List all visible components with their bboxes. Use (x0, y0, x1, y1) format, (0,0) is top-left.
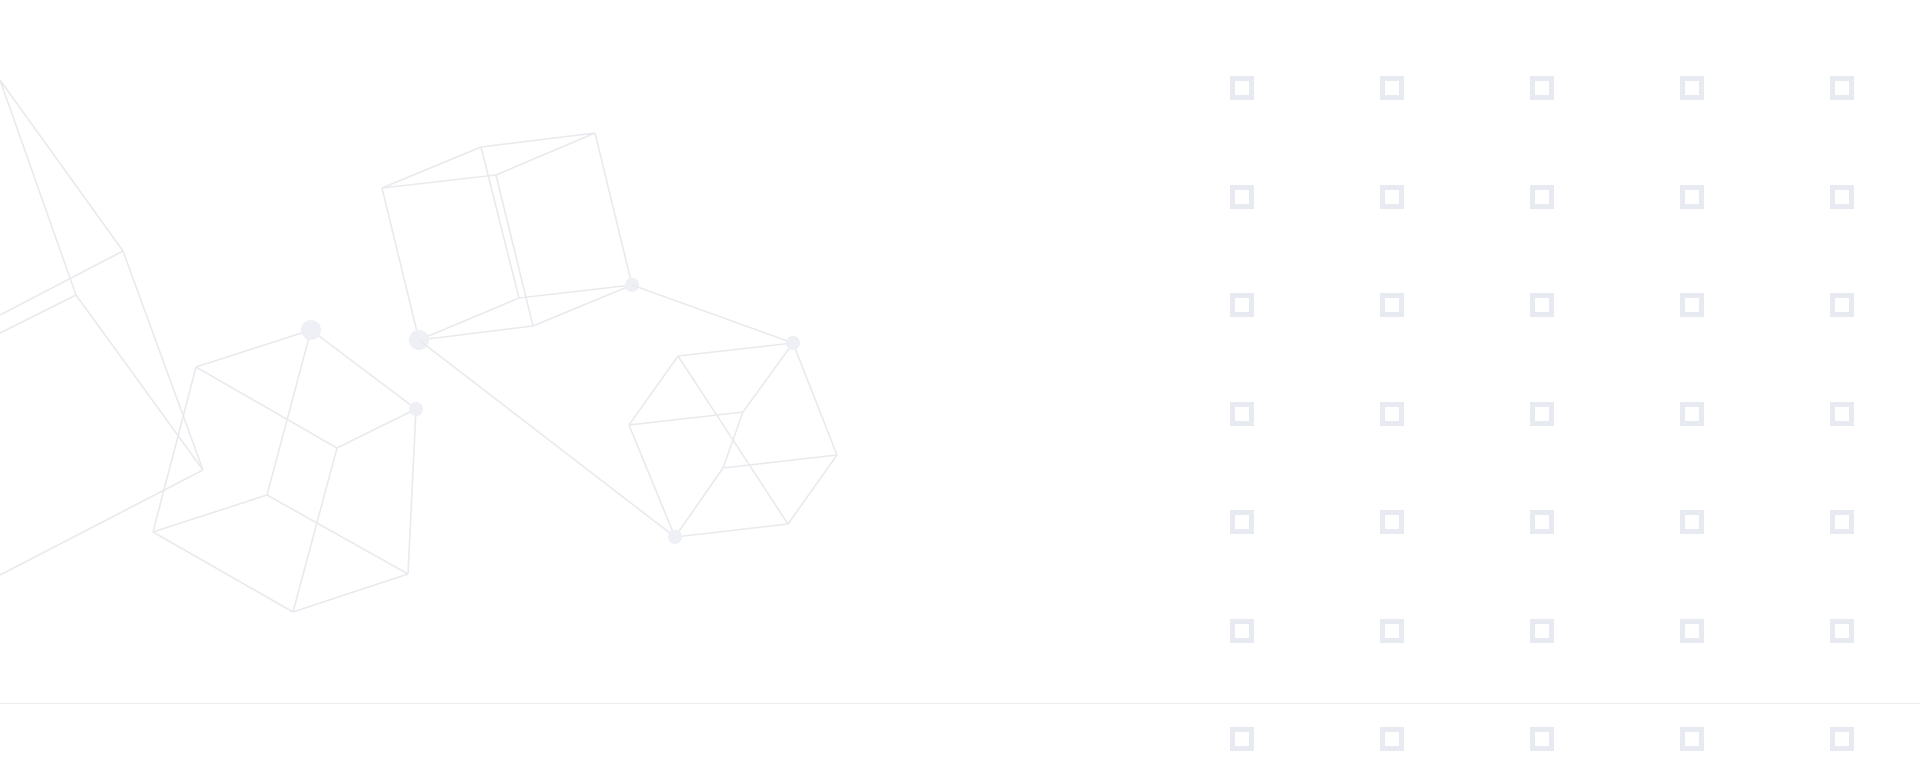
grid-square (1380, 293, 1404, 317)
grid-square (1230, 619, 1254, 643)
grid-square (1680, 402, 1704, 426)
grid-square (1680, 727, 1704, 751)
grid-square (1530, 727, 1554, 751)
grid-square (1380, 185, 1404, 209)
grid-square (1830, 619, 1854, 643)
lower-left-cube (152, 320, 423, 613)
grid-square (1680, 76, 1704, 100)
grid-square (1680, 619, 1704, 643)
grid-square (1230, 185, 1254, 209)
grid-square (1830, 510, 1854, 534)
grid-square (1230, 293, 1254, 317)
grid-square (1530, 510, 1554, 534)
grid-square (1380, 727, 1404, 751)
grid-square (1380, 402, 1404, 426)
grid-square (1230, 76, 1254, 100)
grid-square (1830, 293, 1854, 317)
grid-square (1830, 76, 1854, 100)
grid-square (1380, 619, 1404, 643)
grid-square (1380, 510, 1404, 534)
square-dot-grid (1230, 76, 1854, 756)
grid-square (1530, 293, 1554, 317)
grid-square (1530, 619, 1554, 643)
grid-square (1680, 510, 1704, 534)
grid-square (1530, 185, 1554, 209)
grid-square (1230, 510, 1254, 534)
grid-square (1830, 727, 1854, 751)
upper-middle-cube (381, 132, 639, 350)
grid-square (1530, 402, 1554, 426)
grid-square (1530, 76, 1554, 100)
grid-square (1230, 727, 1254, 751)
grid-square (1230, 402, 1254, 426)
grid-square (1830, 185, 1854, 209)
right-cube (628, 336, 838, 544)
grid-square (1830, 402, 1854, 426)
grid-square (1380, 76, 1404, 100)
grid-square (1680, 293, 1704, 317)
left-edge-wireframe (0, 79, 204, 576)
connector-lines (418, 284, 794, 538)
horizontal-divider (0, 703, 1920, 704)
grid-square (1680, 185, 1704, 209)
